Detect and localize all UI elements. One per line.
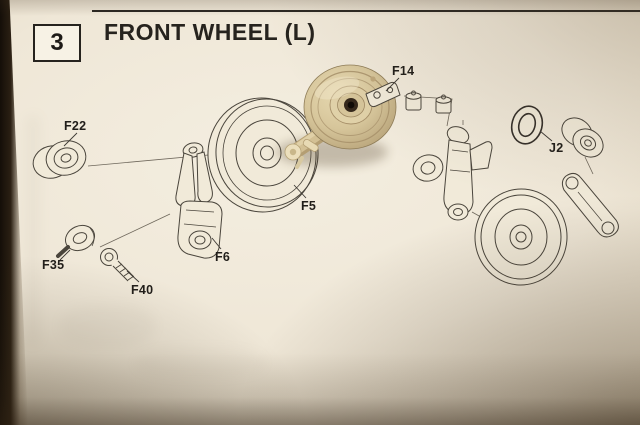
part-f35-drawing <box>56 224 96 258</box>
hub-drawing-top-right <box>561 117 604 158</box>
suspension-arm-drawing <box>561 172 619 238</box>
print-bleedthrough <box>135 348 265 378</box>
part-label-f35: F35 <box>42 258 65 272</box>
print-bleedthrough <box>60 305 155 347</box>
screw-f40-drawing <box>100 248 135 283</box>
part-label-f6: F6 <box>215 250 231 264</box>
step-number: 3 <box>50 29 64 56</box>
part-label-f22: F22 <box>64 119 87 133</box>
page-title: FRONT WHEEL (L) <box>104 19 316 45</box>
ring-j2-drawing <box>510 105 544 145</box>
parts-f14-drawing <box>365 81 422 111</box>
part-label-f14: F14 <box>392 64 415 78</box>
knuckle-f6-drawing <box>175 142 223 259</box>
part-label-j2: J2 <box>549 141 564 155</box>
wheel-right-drawing <box>474 188 568 286</box>
part-label-f40: F40 <box>131 283 154 297</box>
step-number-box: 3 <box>33 24 81 62</box>
part-label-f5: F5 <box>301 199 317 213</box>
label-leader-lines <box>59 77 553 283</box>
right-assembly-drawing <box>412 94 493 221</box>
header-rule-line <box>92 10 640 12</box>
hub-f22-drawing <box>32 140 87 179</box>
